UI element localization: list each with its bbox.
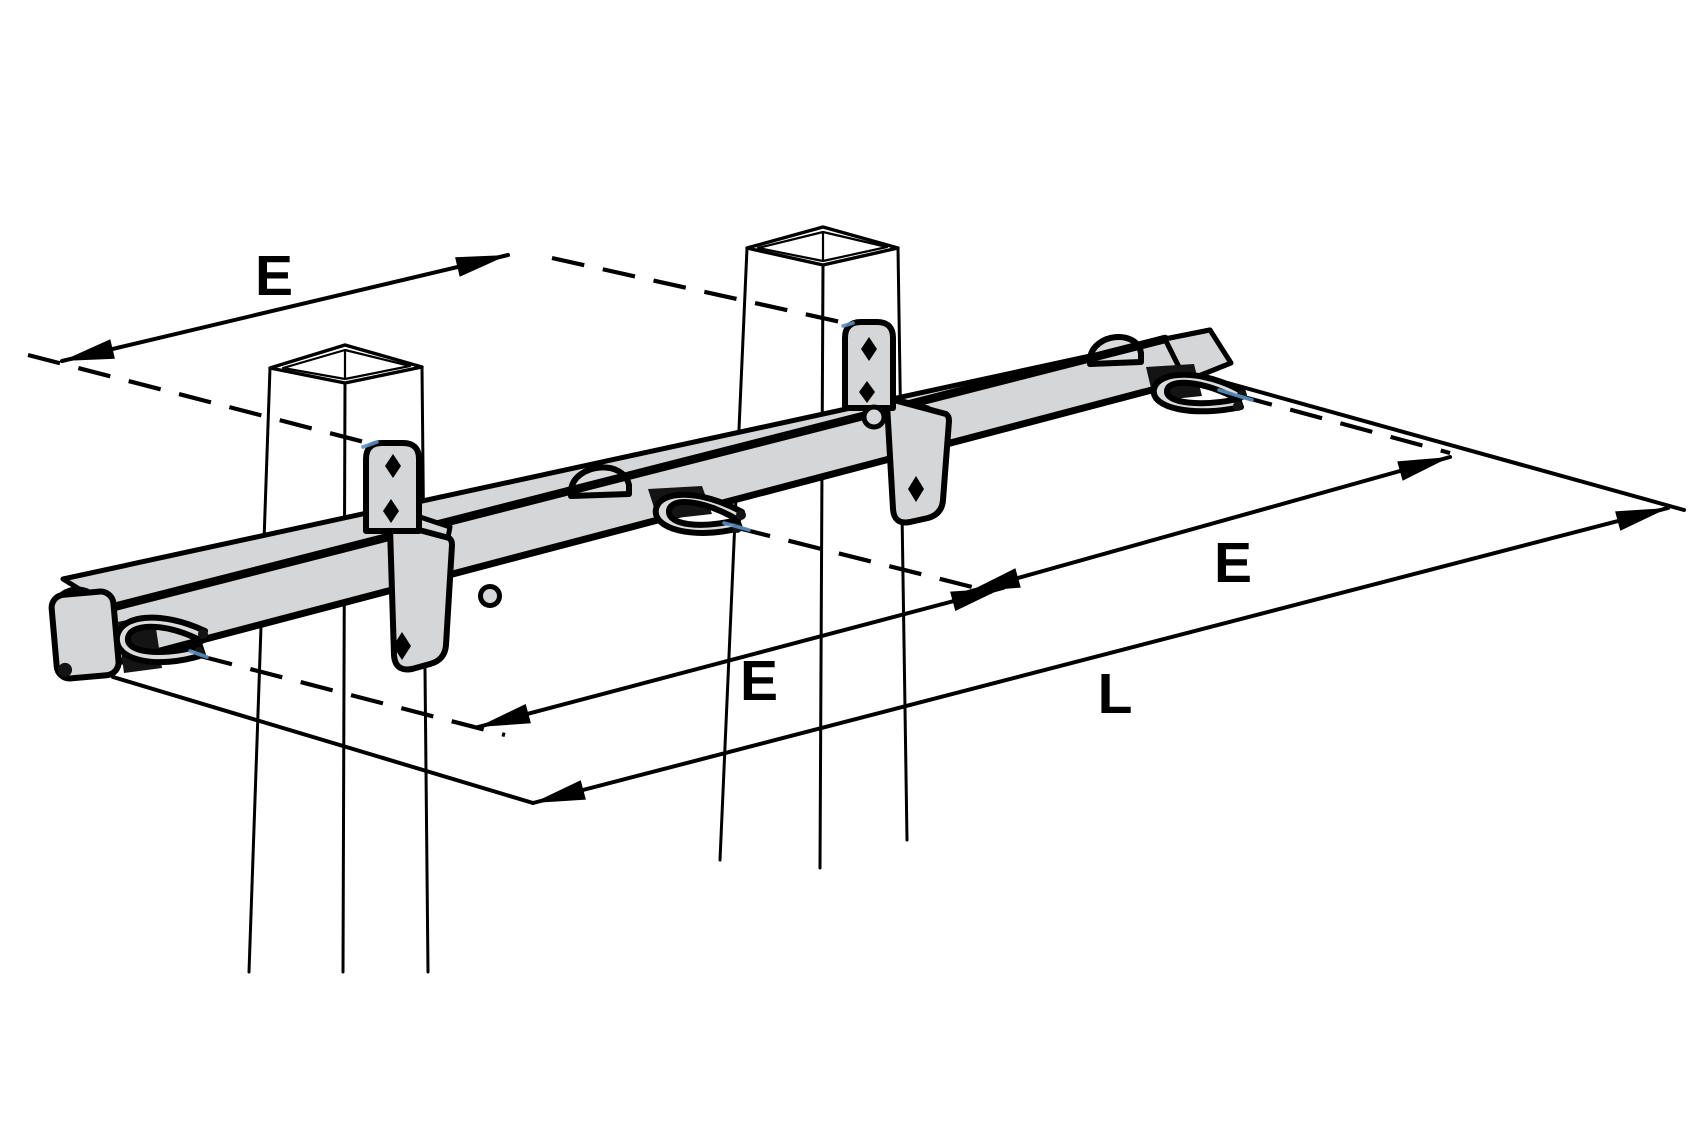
tick-left-bracket-icon	[361, 440, 379, 449]
extension-dashed-mid-ubolt	[737, 525, 993, 595]
end-plate-bolt-lower-icon	[58, 662, 73, 677]
tick-right-bracket-icon	[841, 321, 855, 328]
beam-top-front-edge	[105, 334, 1170, 613]
post-right-edge-front	[818, 263, 825, 870]
bracket-left-hole-top-icon	[385, 454, 401, 478]
extension-dashed-left-ubolt	[199, 653, 506, 738]
arrowhead-right	[1615, 508, 1668, 531]
bracket-right-hole-bottom-icon	[908, 476, 924, 502]
ubolt-right-end	[1146, 364, 1247, 415]
dimension-line	[476, 586, 1005, 729]
post-right-edge-left	[718, 246, 749, 862]
extension-dashed-right-ubolt	[1239, 393, 1451, 456]
dimension-line	[531, 506, 1670, 805]
dimension-line	[60, 253, 510, 363]
extension-dashed-left-bracket	[27, 352, 369, 446]
bracket-left-clamp	[387, 520, 455, 673]
extension-solid-right-end	[1222, 380, 1686, 512]
bracket-left-hole-bottom-icon	[393, 632, 411, 660]
ubolt-left-nut-icon	[198, 629, 208, 639]
bracket-right-post	[842, 319, 952, 526]
dimension-overall-length: L	[531, 506, 1670, 805]
arrowhead-right	[1397, 457, 1450, 481]
dimension-label-L: L	[1098, 662, 1133, 726]
post-right-top-inner	[756, 230, 889, 263]
arrowhead-left	[62, 339, 115, 361]
dimension-right-spacing: E	[966, 455, 1452, 595]
bracket-left-post	[363, 440, 502, 673]
arrowhead-right	[455, 255, 508, 277]
arrowhead-left	[968, 568, 1021, 592]
bracket-left-hole-mid-icon	[383, 499, 399, 523]
dimension-mid-spacing: E	[476, 586, 1005, 729]
bracket-right-hole-mid-icon	[859, 381, 875, 403]
beam-end-plate	[48, 586, 122, 682]
crossarm-beam	[60, 327, 1234, 670]
bracket-left-bolt-icon	[478, 584, 502, 608]
dimension-label-E-mid: E	[740, 649, 778, 713]
bracket-right-bolt-icon	[861, 404, 887, 430]
arrowhead-left	[478, 704, 531, 727]
dimension-top-spacing: E	[60, 244, 510, 363]
extension-solid-left-end	[111, 675, 535, 805]
dimension-line	[966, 455, 1452, 594]
bracket-left-bar	[363, 440, 422, 534]
arrowhead-right	[950, 588, 1003, 611]
dimension-label-E-right: E	[1214, 531, 1252, 595]
post-left-edge-front	[341, 381, 347, 974]
post-left-top-inner	[281, 348, 412, 381]
dimension-label-E-top: E	[255, 244, 293, 308]
tick-mid-ubolt-icon	[722, 521, 751, 532]
beam-bottom-front-edge	[99, 377, 1190, 670]
bracket-right-hole-top-icon	[861, 337, 877, 361]
bracket-right-clamp	[884, 396, 952, 526]
arrowhead-left	[533, 780, 586, 803]
bracket-right-bar	[842, 319, 896, 411]
highlight-ticks	[188, 321, 1254, 659]
post-left-edge-right	[420, 365, 430, 974]
ubolt-right-nut2-icon	[1233, 401, 1243, 411]
post-right-edge-right	[896, 246, 909, 842]
dimension-annotations: E E E L	[27, 244, 1686, 805]
ubolt-middle-nut-icon	[736, 510, 746, 520]
tick-right-ubolt-icon	[1217, 388, 1254, 402]
tick-left-ubolt-icon	[188, 649, 209, 659]
